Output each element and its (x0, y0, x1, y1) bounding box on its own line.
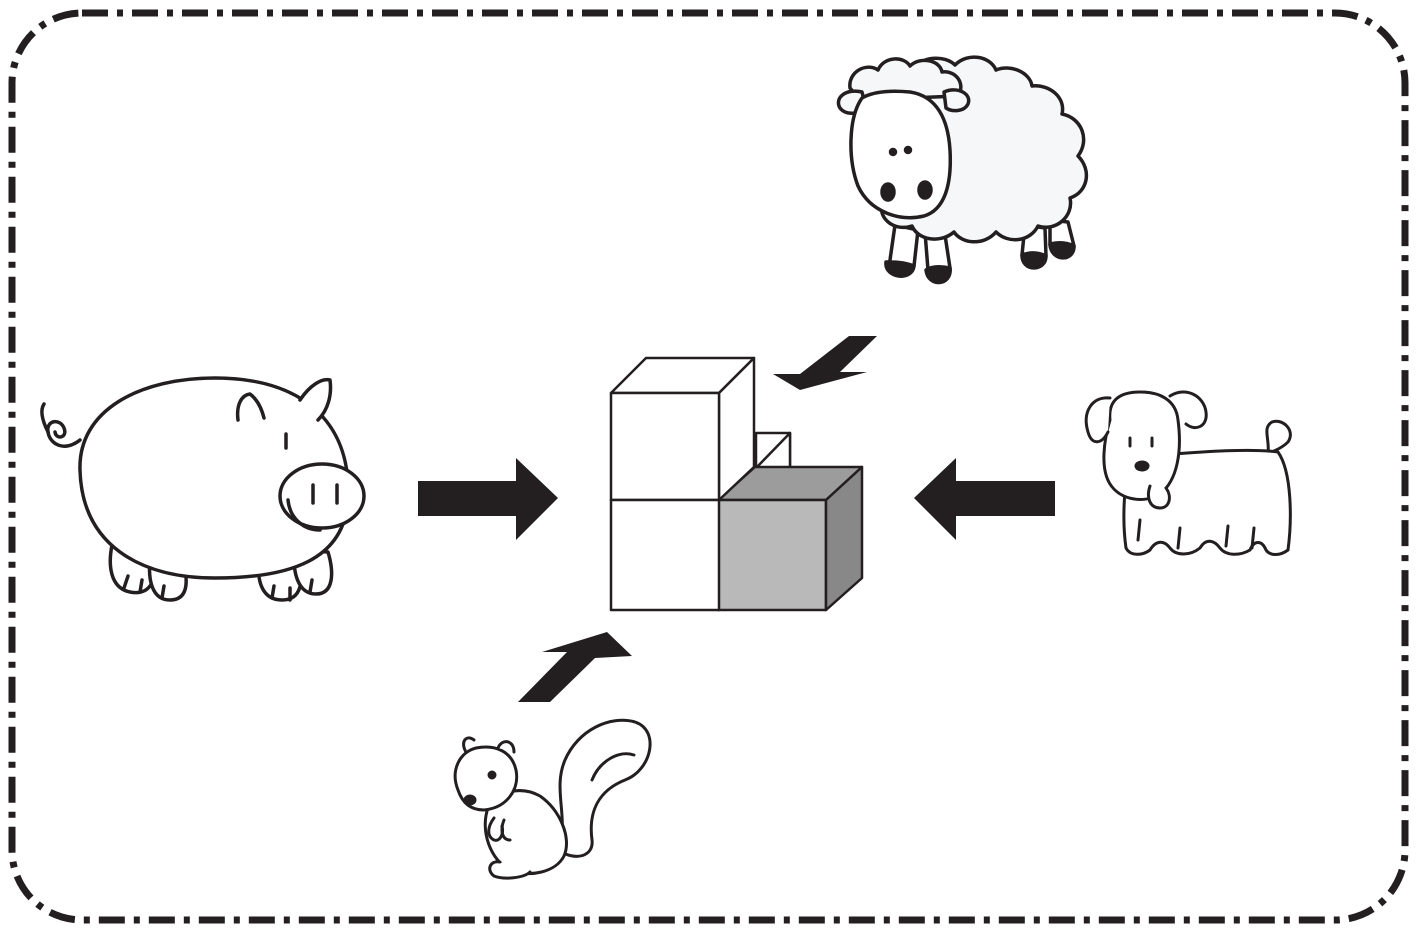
arrow-up-right (518, 632, 632, 702)
squirrel-drawing (453, 718, 652, 880)
arrow-left (914, 458, 1055, 540)
shaded-cube-side (824, 465, 864, 612)
upper-cube-front (609, 391, 721, 502)
arrow-right (418, 458, 558, 540)
dog-drawing (1084, 390, 1292, 556)
arrow-down-left (773, 336, 877, 390)
shaded-cube-front (716, 498, 828, 612)
sheep-drawing (836, 55, 1089, 285)
arrows (418, 336, 1055, 702)
pig-drawing (40, 376, 366, 602)
lower-cube-front (609, 498, 721, 612)
block-structure (609, 356, 864, 612)
dashed-frame (8, 9, 1409, 924)
